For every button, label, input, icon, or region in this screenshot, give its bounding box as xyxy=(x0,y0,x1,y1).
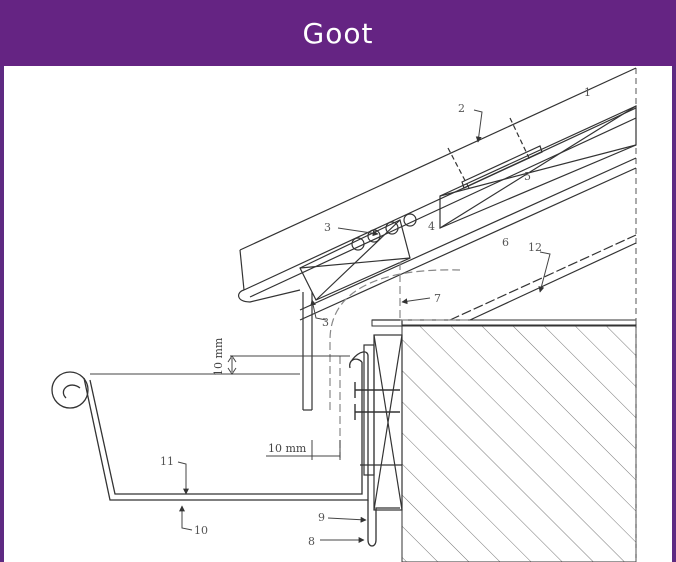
label-10: 10 xyxy=(194,524,208,537)
label-3b: 3 xyxy=(322,316,329,329)
label-8: 8 xyxy=(308,535,315,548)
fascia xyxy=(302,292,403,511)
label-4: 4 xyxy=(428,220,435,233)
gutter xyxy=(51,351,402,547)
label-6: 6 xyxy=(502,236,509,249)
dimension-vertical: 10 mm xyxy=(212,337,225,376)
label-7: 7 xyxy=(434,292,441,305)
wall-hatched xyxy=(401,324,637,562)
label-11: 11 xyxy=(160,455,174,468)
roof-layers xyxy=(238,67,637,321)
dimension-horizontal: 10 mm xyxy=(268,442,307,455)
label-9: 9 xyxy=(318,511,325,524)
label-1: 1 xyxy=(584,86,591,99)
label-3a: 3 xyxy=(324,221,331,234)
leader-lines xyxy=(177,109,551,543)
label-5: 5 xyxy=(524,170,531,183)
label-12: 12 xyxy=(528,241,542,254)
page-title: Goot xyxy=(0,0,676,66)
label-2: 2 xyxy=(458,102,465,115)
dimension-lines xyxy=(90,355,350,460)
